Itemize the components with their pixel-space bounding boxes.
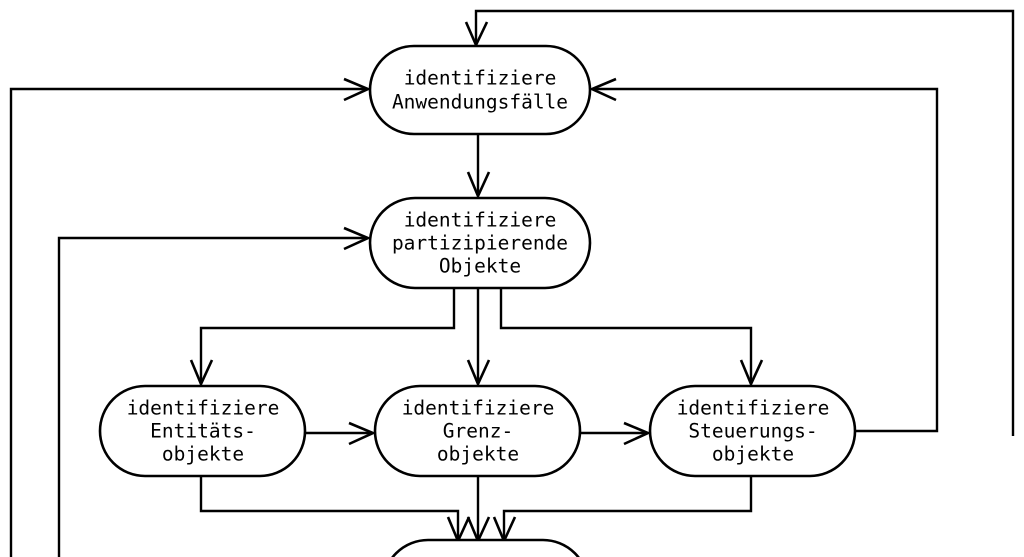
edge-partizipierende-to-grenz <box>466 289 491 388</box>
node-anwendungsfaelle-line2: Anwendungsfälle <box>392 91 568 114</box>
node-grenzobjekte[interactable]: identifiziere Grenz- objekte <box>373 384 582 478</box>
node-grenz-line2: Grenz- <box>443 420 513 443</box>
edge-steuerungs-to-bottom <box>492 477 753 545</box>
node-steuerungs-line3: objekte <box>712 443 794 466</box>
edge-partizipierende-to-entitaets <box>189 289 456 388</box>
edge-entitaets-to-grenz <box>306 421 377 446</box>
node-bottom-cropped[interactable] <box>383 538 588 557</box>
node-partizipierende-line1: identifiziere <box>404 209 557 232</box>
node-entitaets-line3: objekte <box>162 443 244 466</box>
node-entitaets-line2: Entitäts- <box>150 420 256 443</box>
node-steuerungs-line1: identifiziere <box>677 397 830 420</box>
node-grenz-line1: identifiziere <box>402 397 555 420</box>
node-grenz-line3: objekte <box>437 443 519 466</box>
edge-feedback-left-inner <box>57 226 372 557</box>
edge-entitaets-to-bottom <box>199 477 471 545</box>
node-anwendungsfaelle-line1: identifiziere <box>404 67 557 90</box>
edge-anwendungsfaelle-to-partizipierende <box>466 134 491 200</box>
node-partizipierende-objekte[interactable]: identifiziere partizipierende Objekte <box>368 196 592 290</box>
node-entitaets-line1: identifiziere <box>127 397 280 420</box>
node-partizipierende-line3: Objekte <box>439 255 521 278</box>
node-partizipierende-line2: partizipierende <box>392 232 568 255</box>
edge-partizipierende-to-steuerungs <box>499 289 764 388</box>
edge-grenz-to-steuerungs <box>581 421 652 446</box>
edge-feedback-right-inner <box>588 77 939 433</box>
edge-feedback-left-outer <box>9 77 372 557</box>
edge-grenz-to-bottom <box>466 477 491 545</box>
node-entitaetsobjekte[interactable]: identifiziere Entitäts- objekte <box>98 384 307 478</box>
node-anwendungsfaelle[interactable]: identifiziere Anwendungsfälle <box>368 44 592 136</box>
node-steuerungs-line2: Steuerungs- <box>688 420 817 443</box>
node-steuerungsobjekte[interactable]: identifiziere Steuerungs- objekte <box>648 384 857 478</box>
